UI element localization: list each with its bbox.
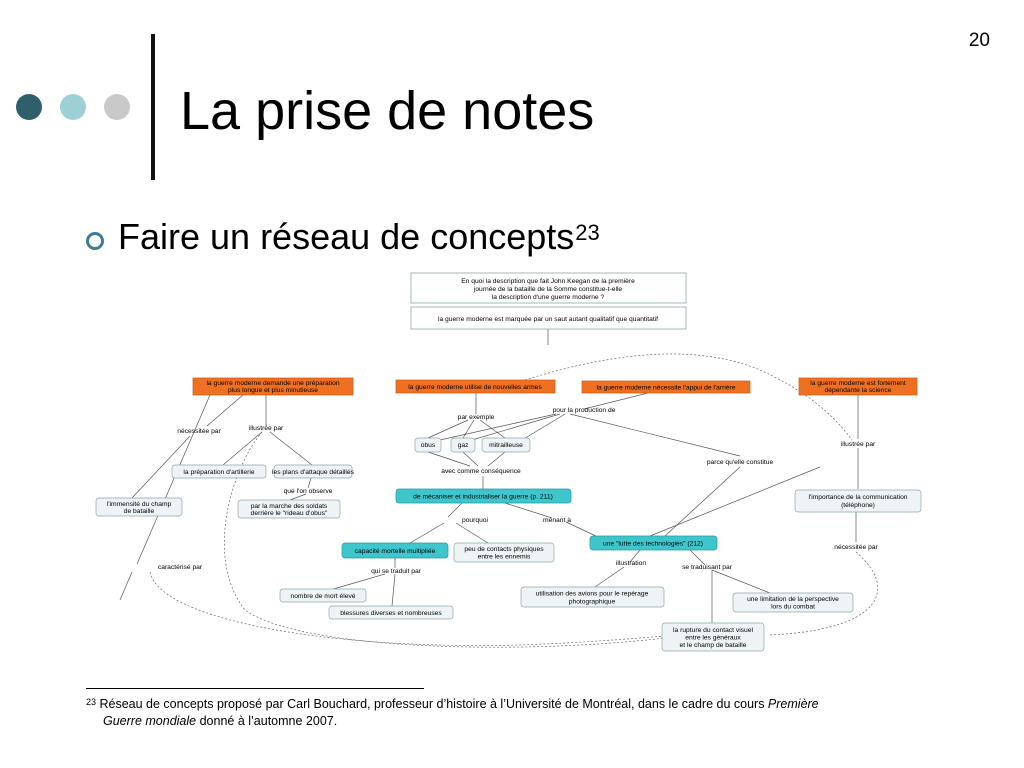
link-illustree-par-2: illustrée par: [841, 441, 876, 448]
node-avions-line-1: utilisation des avions pour le repérage: [536, 591, 649, 598]
link-parce-qu-elle-constitue: parce qu'elle constitue: [707, 459, 774, 466]
map-link-labels: nécessitée par illustrée par par exemple…: [158, 407, 879, 575]
node-immensite-line-1: l'immensité du champ: [107, 501, 172, 508]
node-science-line-1: la guerre moderne est fortement: [810, 380, 906, 387]
link-pour-la-production: pour la production de: [553, 407, 616, 414]
node-immensite: [95, 497, 183, 517]
footnote-course-title-1: Première: [767, 697, 819, 711]
node-avions-line-2: photographique: [569, 599, 616, 606]
node-contacts: [453, 542, 555, 563]
node-artillerie-label: la préparation d'artillerie: [183, 469, 254, 476]
node-morts-label: nombre de mort élevé: [290, 593, 355, 600]
node-capacite: [341, 542, 449, 559]
footnote-text: Réseau de concepts proposé par Carl Bouc…: [99, 697, 768, 711]
decor-dot-dark: [16, 94, 42, 120]
node-perspective-line-2: lors du combat: [771, 604, 815, 611]
node-contacts-line-1: peu de contacts physiques: [464, 546, 544, 553]
map-thesis: la guerre moderne est marquée par un sau…: [438, 316, 658, 323]
link-pourquoi: pourquoi: [462, 517, 489, 524]
footnote: 23 Réseau de concepts proposé par Carl B…: [86, 696, 926, 730]
node-mitrailleuse: [481, 437, 531, 453]
node-gaz-label: gaz: [458, 442, 469, 449]
decor-dot-light: [60, 94, 86, 120]
node-contacts-line-2: entre les ennemis: [478, 554, 531, 561]
map-dashed-connectors: [149, 353, 879, 648]
node-obus-label: obus: [421, 442, 436, 449]
node-nouvelles-armes: [395, 379, 556, 394]
node-obus: [414, 437, 442, 453]
bullet-icon: [86, 232, 104, 250]
node-capacite-label: capacité mortelle multipliée: [355, 548, 436, 555]
link-illustration: illustration: [616, 560, 646, 567]
node-artillerie: [171, 464, 267, 479]
bullet-text: Faire un réseau de concepts: [118, 216, 575, 257]
link-necessitee-par-2: nécessitée par: [834, 544, 878, 551]
node-communication-line-2: (téléphone): [841, 502, 875, 509]
link-caracterise-par: caractérisé par: [158, 564, 203, 571]
map-connectors: [119, 329, 859, 623]
node-communication: [794, 489, 922, 513]
slide-title: La prise de notes: [180, 81, 595, 141]
node-science-line-2: dépendante la science: [825, 387, 892, 394]
node-preparation-line-2: plus longue et plus minutieuse: [228, 387, 318, 394]
node-mitrailleuse-label: mitrailleuse: [489, 442, 523, 449]
map-question-box: [410, 272, 687, 304]
title-divider: [151, 34, 155, 180]
node-immensite-line-2: de bataille: [124, 508, 155, 515]
node-perspective: [732, 592, 854, 613]
footnote-text-end: donné à l’automne 2007.: [196, 714, 338, 728]
node-communication-line-1: l'importance de la communication: [808, 494, 907, 501]
node-appui-arriere: [581, 380, 751, 394]
link-qui-se-traduit-par: qui se traduit par: [371, 568, 422, 575]
link-que-l-on-observe: que l'on observe: [284, 488, 333, 495]
link-se-traduisant-par: se traduisant par: [682, 564, 733, 571]
map-question-line-3: la description d'une guerre moderne ?: [492, 294, 605, 301]
map-question-line-2: journée de la bataille de la Somme const…: [473, 286, 623, 293]
footnote-rule: [86, 688, 424, 689]
bullet-footnote-ref: 23: [575, 220, 600, 245]
node-preparation-line-1: la guerre moderne demande une préparatio…: [206, 380, 339, 387]
node-appui-arriere-label: la guerre moderne nécessite l'appui de l…: [597, 385, 736, 392]
node-rupture-line-2: entre les généraux: [685, 635, 741, 642]
node-perspective-line-1: une limitation de la perspective: [747, 596, 839, 603]
node-plans-label: les plans d'attaque détaillés: [272, 469, 355, 476]
node-morts: [279, 588, 367, 603]
map-thesis-box: [410, 306, 687, 330]
link-avec-comme-consequence: avec comme conséquence: [441, 468, 521, 475]
footnote-course-title-2: Guerre mondiale: [103, 714, 197, 728]
node-rupture-line-1: la rupture du contact visuel: [673, 627, 753, 634]
slide-number: 20: [968, 30, 990, 51]
node-mecaniser: [395, 488, 572, 504]
node-avions: [520, 586, 665, 608]
link-par-exemple: par exemple: [458, 414, 495, 421]
bullet-item: Faire un réseau de concepts23: [118, 212, 600, 262]
node-lutte-label: une "lutte des technologies" (212): [603, 541, 703, 548]
link-illustree-par-1: illustrée par: [249, 425, 284, 432]
footnote-number: 23: [86, 697, 97, 707]
node-nouvelles-armes-label: la guerre moderne utilise de nouvelles a…: [408, 384, 542, 391]
node-marche-line-1: par la marche des soldats: [251, 503, 328, 510]
node-rupture: [661, 622, 765, 652]
node-marche-line-2: derrière le "rideau d'obus": [251, 510, 328, 517]
node-blessures-label: blessures diverses et nombreuses: [340, 610, 442, 617]
link-menant-a: menant à: [543, 517, 571, 524]
node-science: [798, 377, 918, 396]
node-lutte: [589, 535, 718, 551]
node-plans: [273, 464, 353, 479]
node-gaz: [450, 437, 476, 453]
decor-dot-grey: [104, 94, 130, 120]
node-mecaniser-label: de mécaniser et industrialiser la guerre…: [413, 494, 553, 501]
link-necessitee-par: nécessitée par: [177, 428, 221, 435]
node-marche: [237, 499, 341, 519]
node-blessures: [328, 605, 454, 620]
node-rupture-line-3: et le champ de bataille: [680, 642, 747, 649]
map-question-line-1: En quoi la description que fait John Kee…: [461, 278, 635, 285]
node-preparation: [192, 377, 354, 396]
